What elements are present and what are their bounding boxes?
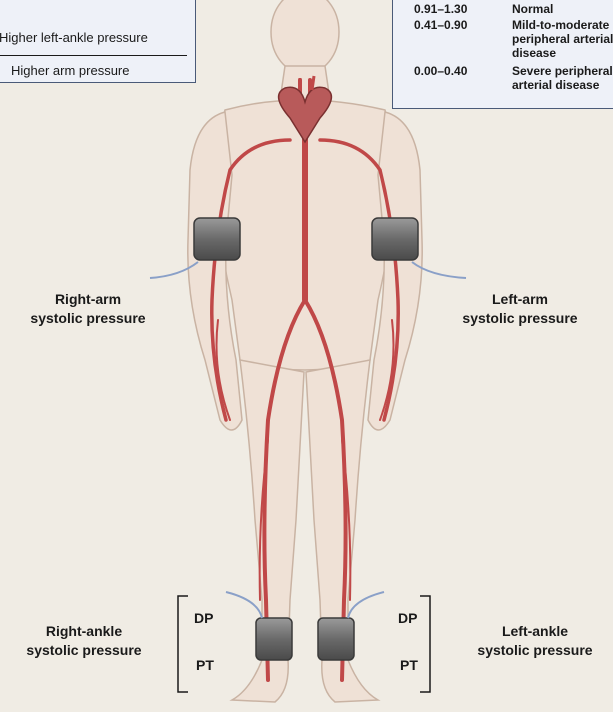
left-ankle-bracket — [420, 596, 430, 692]
formula-divider — [0, 55, 187, 56]
right-pt-label: PT — [196, 657, 214, 673]
left-pt-label: PT — [400, 657, 418, 673]
label-line: systolic pressure — [440, 309, 600, 328]
label-line: Left-ankle — [460, 622, 610, 641]
right-ankle-label: Right-ankle systolic pressure — [4, 622, 164, 660]
formula-denominator: Higher arm pressure — [11, 63, 130, 78]
label-line: systolic pressure — [4, 641, 164, 660]
left-arm-label: Left-arm systolic pressure — [440, 290, 600, 328]
right-ankle-bracket — [178, 596, 188, 692]
formula-numerator: Higher left-ankle pressure — [0, 30, 148, 45]
ref-range: 0.00–0.40 — [414, 64, 494, 78]
left-dp-label: DP — [398, 610, 417, 626]
ref-range: 0.41–0.90 — [414, 18, 494, 32]
label-line: Right-ankle — [4, 622, 164, 641]
ref-interpretation: Mild-to-moderate peripheral arterial dis… — [512, 18, 613, 60]
ref-range: 0.91–1.30 — [414, 2, 494, 16]
ref-interpretation: Severe peripheral arterial disease — [512, 64, 613, 92]
left-ankle-label: Left-ankle systolic pressure — [460, 622, 610, 660]
label-line: systolic pressure — [8, 309, 168, 328]
abi-formula-box: Higher left-ankle pressure Higher arm pr… — [0, 0, 196, 83]
label-line: Right-arm — [8, 290, 168, 309]
label-line: systolic pressure — [460, 641, 610, 660]
label-line: Left-arm — [440, 290, 600, 309]
right-arm-label: Right-arm systolic pressure — [8, 290, 168, 328]
right-dp-label: DP — [194, 610, 213, 626]
ref-interpretation: Normal — [512, 2, 613, 16]
